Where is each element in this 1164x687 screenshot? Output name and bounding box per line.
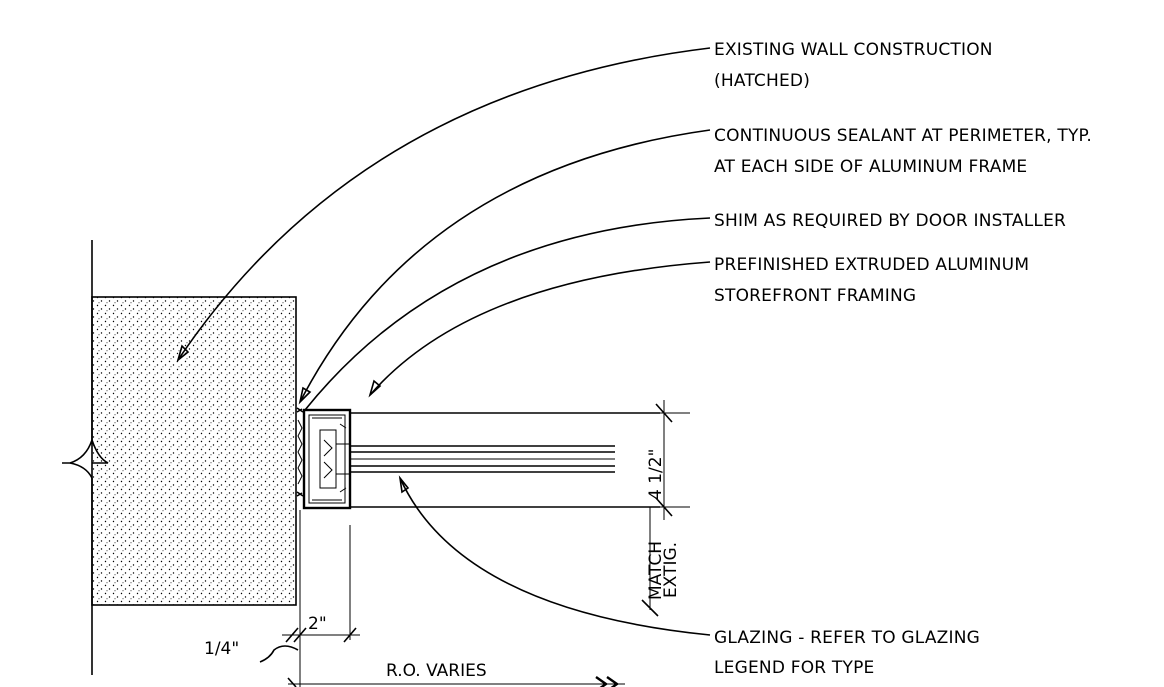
dimension-lines — [259, 400, 690, 687]
callout-existing-wall-line2: (HATCHED) — [714, 71, 810, 91]
dimension-match: MATCH — [646, 541, 666, 600]
callout-existing-wall-line1: EXISTING WALL CONSTRUCTION — [714, 40, 993, 60]
glazing-lines — [350, 412, 660, 508]
dimension-rough-opening: R.O. VARIES — [386, 661, 487, 681]
callout-glazing-line1: GLAZING - REFER TO GLAZING — [714, 628, 980, 648]
callout-sealant-line2: AT EACH SIDE OF ALUMINUM FRAME — [714, 157, 1027, 177]
callout-framing-line1: PREFINISHED EXTRUDED ALUMINUM — [714, 255, 1029, 275]
dimension-frame-depth: 4 1/2" — [646, 449, 666, 500]
aluminum-storefront-frame — [302, 408, 352, 510]
callout-glazing-line2: LEGEND FOR TYPE — [714, 658, 874, 678]
callout-sealant-line1: CONTINUOUS SEALANT AT PERIMETER, TYP. — [714, 126, 1092, 146]
callout-framing-line2: STOREFRONT FRAMING — [714, 286, 916, 306]
existing-wall — [62, 240, 297, 675]
callout-shim: SHIM AS REQUIRED BY DOOR INSTALLER — [714, 211, 1066, 231]
leader-lines — [176, 47, 711, 636]
dimension-gap: 1/4" — [204, 639, 239, 659]
dimension-extig: EXTIG. — [661, 542, 681, 598]
sealant-beads — [296, 407, 304, 497]
dimension-frame-width: 2" — [308, 614, 327, 634]
